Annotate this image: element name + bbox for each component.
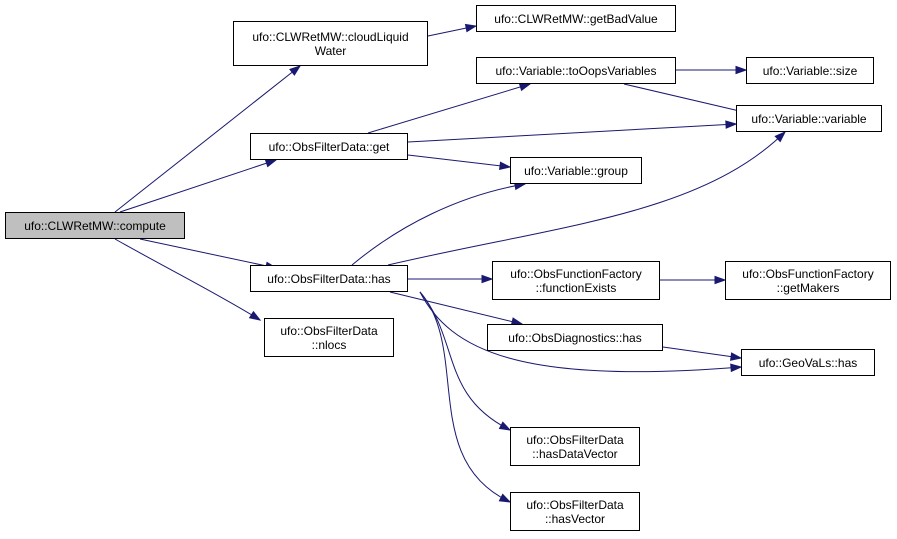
edge-obsFilterDataHas-to-variableGroup bbox=[351, 181, 527, 266]
node-variable-group[interactable]: ufo::Variable::group bbox=[510, 157, 642, 184]
node-label: ufo::ObsFilterData::get bbox=[268, 139, 390, 154]
arrowhead-icon bbox=[498, 421, 512, 431]
node-label: ufo::ObsDiagnostics::has bbox=[508, 330, 642, 345]
edge-toOopsVariables-to-variableSize bbox=[676, 65, 748, 75]
arrowhead-icon bbox=[730, 363, 743, 373]
edge-line bbox=[387, 131, 786, 266]
edge-line bbox=[114, 238, 261, 321]
arrowhead-icon bbox=[774, 130, 787, 143]
edge-obsFilterDataGet-to-toOopsVariables bbox=[367, 82, 532, 134]
edge-functionExists-to-getMakers bbox=[660, 275, 727, 285]
arrowhead-icon bbox=[498, 493, 512, 503]
node-label: ufo::CLWRetMW::compute bbox=[24, 218, 166, 233]
node-function-exists[interactable]: ufo::ObsFunctionFactory ::functionExists bbox=[492, 261, 660, 300]
edge-line bbox=[419, 291, 511, 503]
edge-compute-to-cloudLiquidWater bbox=[114, 65, 302, 213]
node-nlocs[interactable]: ufo::ObsFilterData ::nlocs bbox=[264, 318, 394, 357]
edge-line bbox=[114, 65, 301, 213]
arrowhead-icon bbox=[481, 274, 494, 284]
node-get-makers[interactable]: ufo::ObsFunctionFactory ::getMakers bbox=[725, 261, 891, 300]
edge-obsFilterDataHas-to-functionExists bbox=[408, 274, 494, 284]
edge-obsDiagnosticsHas-to-geoVaLsHas bbox=[662, 346, 743, 361]
node-label: ufo::ObsFunctionFactory bbox=[510, 266, 642, 281]
arrowhead-icon bbox=[289, 65, 302, 76]
edge-line bbox=[351, 183, 526, 266]
arrowhead-icon bbox=[499, 161, 512, 171]
node-label: ufo::Variable::variable bbox=[751, 111, 867, 126]
arrowhead-icon bbox=[464, 23, 478, 33]
node-label: ufo::CLWRetMW::cloudLiquid bbox=[252, 29, 409, 44]
node-label: ufo::GeoVaLs::has bbox=[758, 355, 858, 370]
edge-cloudLiquidWater-to-getBadValue bbox=[427, 23, 478, 37]
arrowhead-icon bbox=[735, 65, 748, 75]
arrowhead-icon bbox=[714, 275, 727, 285]
arrowhead-icon bbox=[518, 82, 532, 92]
arrowhead-icon bbox=[248, 310, 262, 321]
edge-compute-to-nlocs bbox=[114, 238, 262, 321]
edge-obsFilterDataGet-to-variableGroup bbox=[407, 154, 512, 171]
node-label: ufo::ObsFilterData bbox=[526, 497, 624, 512]
arrowhead-icon bbox=[730, 352, 743, 361]
edge-obsFilterDataHas-to-hasVector bbox=[419, 291, 512, 503]
node-label: ::hasVector bbox=[544, 511, 606, 526]
edge-line bbox=[662, 346, 742, 359]
node-label: ufo::ObsFunctionFactory bbox=[742, 266, 874, 281]
node-obs-filter-data-get[interactable]: ufo::ObsFilterData::get bbox=[250, 133, 408, 160]
node-label: ::functionExists bbox=[535, 280, 617, 295]
edge-line bbox=[119, 159, 277, 213]
node-label: ufo::ObsFilterData bbox=[280, 323, 378, 338]
node-geovals-has[interactable]: ufo::GeoVaLs::has bbox=[741, 349, 875, 376]
edge-line bbox=[407, 123, 737, 143]
node-has-vector[interactable]: ufo::ObsFilterData ::hasVector bbox=[510, 492, 640, 531]
node-label: ufo::ObsFilterData::has bbox=[267, 271, 391, 286]
edge-line bbox=[367, 83, 531, 134]
node-has-data-vector[interactable]: ufo::ObsFilterData ::hasDataVector bbox=[510, 427, 640, 466]
node-label: ::hasDataVector bbox=[532, 446, 618, 461]
node-compute[interactable]: ufo::CLWRetMW::compute bbox=[5, 212, 185, 239]
node-label: ::nlocs bbox=[311, 337, 347, 352]
node-label: Water bbox=[314, 43, 347, 58]
edge-line bbox=[407, 154, 511, 168]
edge-obsFilterDataGet-to-variableVariable bbox=[407, 120, 738, 143]
edge-line bbox=[623, 83, 749, 114]
node-label: ufo::Variable::size bbox=[762, 63, 858, 78]
node-get-bad-value[interactable]: ufo::CLWRetMW::getBadValue bbox=[476, 5, 676, 32]
node-to-oops-variables[interactable]: ufo::Variable::toOopsVariables bbox=[476, 57, 676, 84]
edge-line bbox=[139, 238, 277, 269]
node-variable-variable[interactable]: ufo::Variable::variable bbox=[736, 105, 882, 132]
node-label: ufo::Variable::toOopsVariables bbox=[495, 63, 657, 78]
node-obs-diagnostics-has[interactable]: ufo::ObsDiagnostics::has bbox=[487, 324, 663, 351]
node-variable-size[interactable]: ufo::Variable::size bbox=[746, 57, 874, 84]
arrowhead-icon bbox=[725, 120, 738, 129]
node-label: ufo::ObsFilterData bbox=[526, 432, 624, 447]
edge-line bbox=[389, 291, 523, 325]
node-label: ::getMakers bbox=[776, 280, 840, 295]
node-label: ufo::CLWRetMW::getBadValue bbox=[494, 11, 658, 26]
edge-obsFilterDataHas-to-variableVariable bbox=[387, 130, 787, 266]
node-obs-filter-data-has[interactable]: ufo::ObsFilterData::has bbox=[250, 265, 408, 292]
edge-toOopsVariables-to-variableVariable bbox=[623, 83, 750, 115]
arrowhead-icon bbox=[264, 159, 278, 168]
node-cloud-liquid-water[interactable]: ufo::CLWRetMW::cloudLiquid Water bbox=[233, 21, 428, 66]
edge-compute-to-obsFilterDataGet bbox=[119, 159, 278, 213]
node-label: ufo::Variable::group bbox=[524, 163, 628, 178]
